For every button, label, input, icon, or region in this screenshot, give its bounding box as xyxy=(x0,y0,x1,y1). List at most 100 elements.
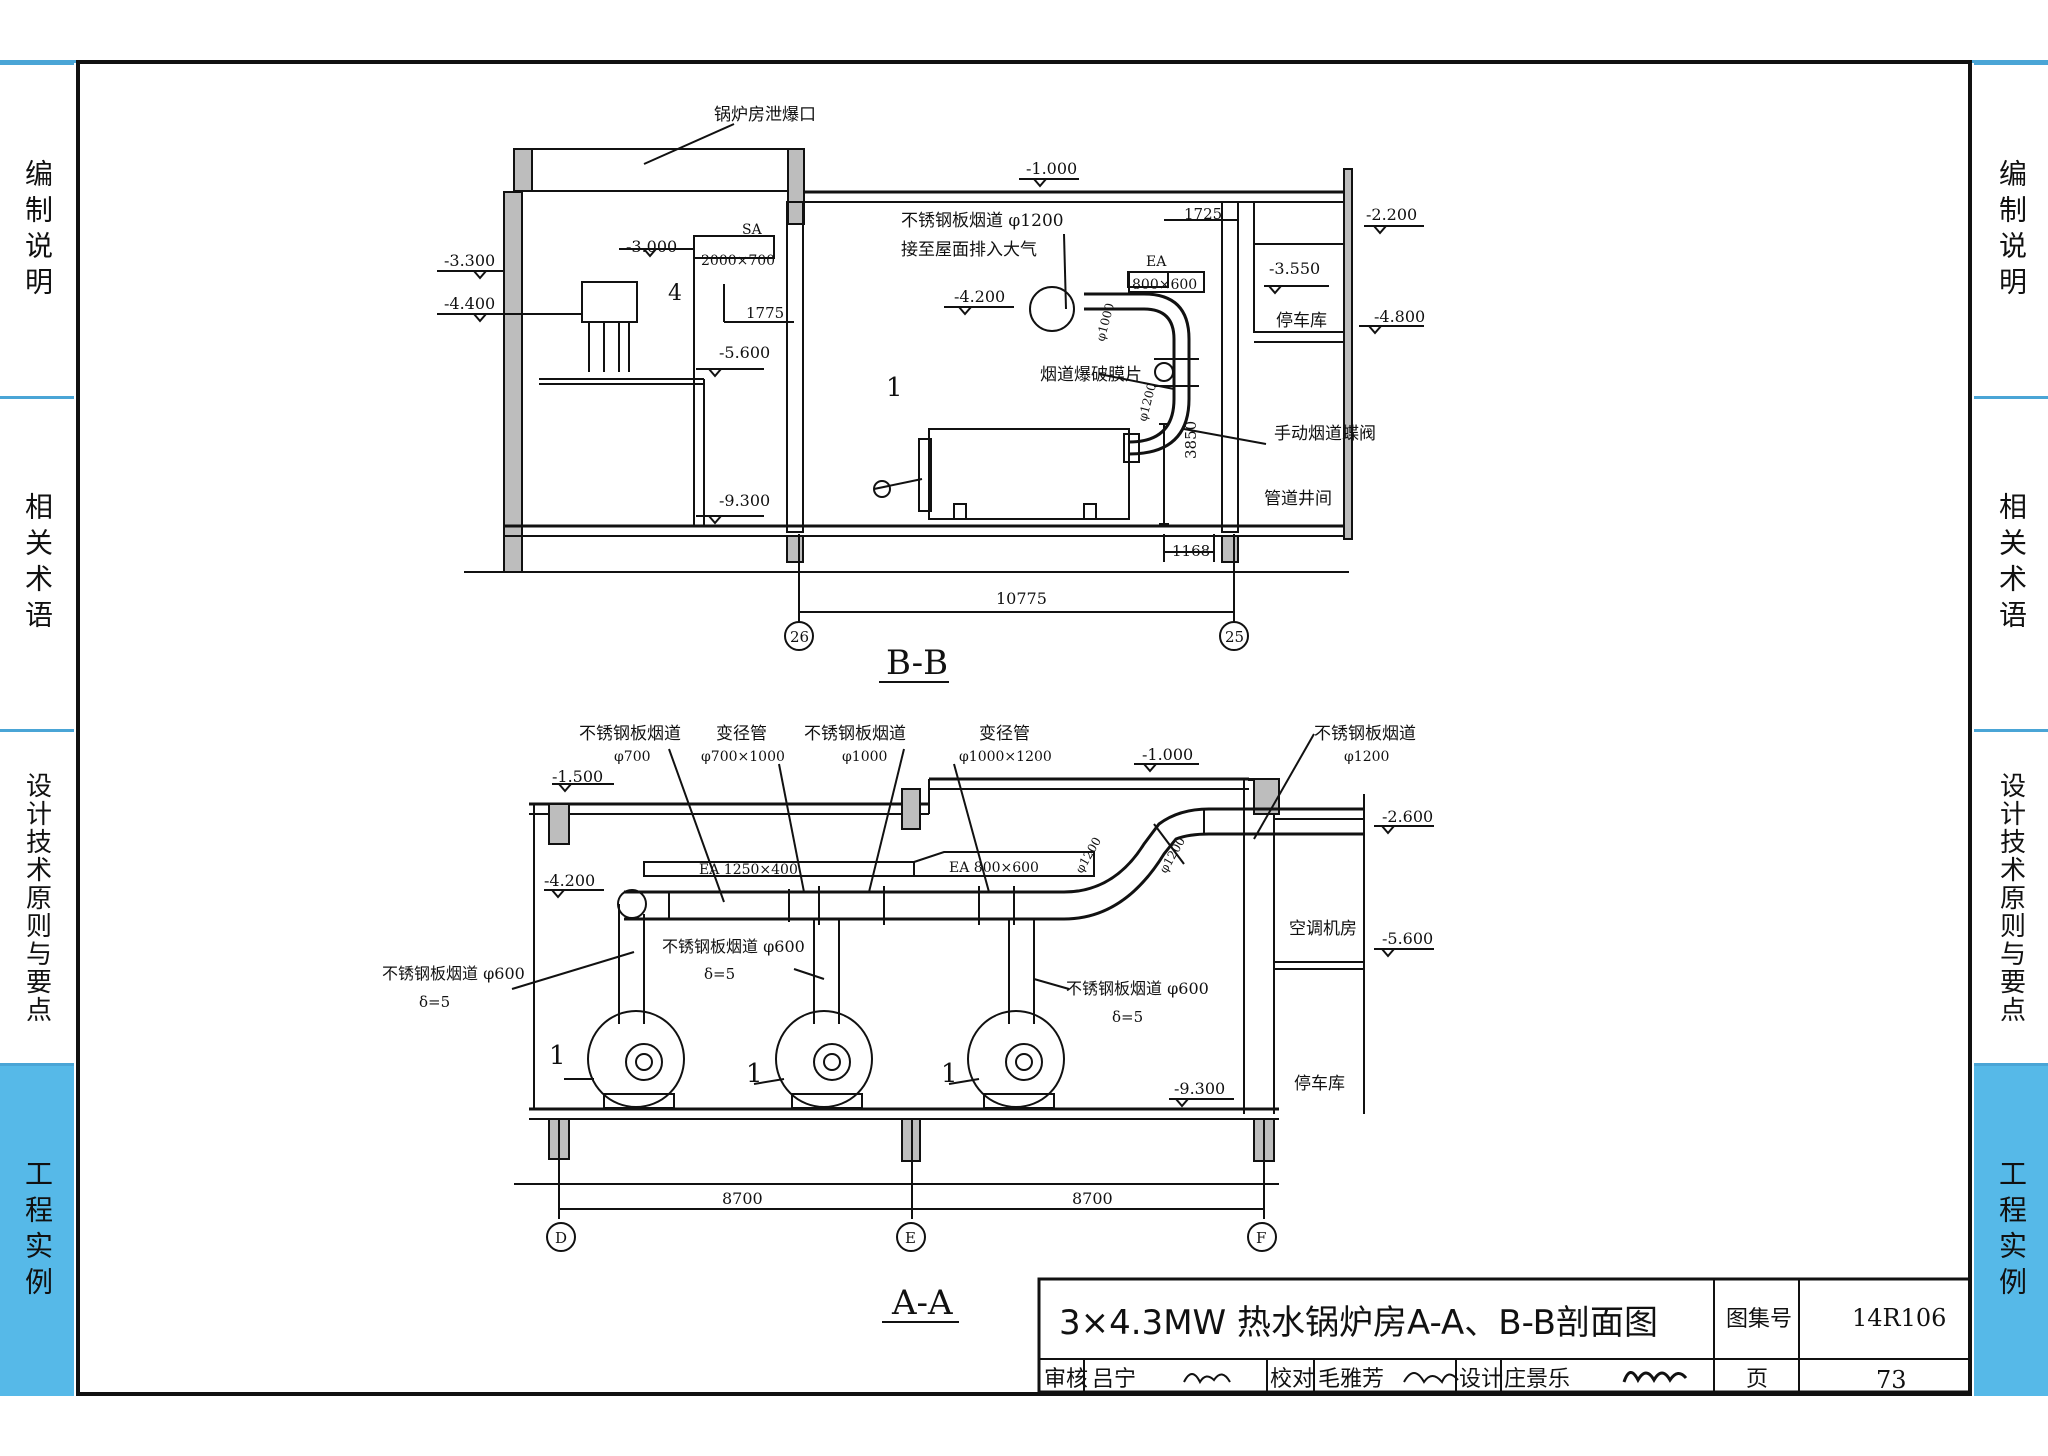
elev-label: -9.300 xyxy=(719,491,770,510)
check-label: 校对 xyxy=(1270,1367,1314,1392)
drawing-canvas: 锅炉房泄爆口 -1.000 -2.200 -3.300 -3.000 -4.40… xyxy=(382,105,1976,1394)
reviewer-name: 吕宁 xyxy=(1092,1367,1136,1392)
elev-label: -4.200 xyxy=(954,287,1005,306)
aa-duct-1200-label: 不锈钢板烟道 xyxy=(1314,724,1416,744)
bb-roof-exhaust-label: 接至屋面排入大气 xyxy=(901,240,1037,260)
axis-label: D xyxy=(555,1229,567,1247)
aa-duct-1000-size: φ1000 xyxy=(842,749,887,765)
elev-label: -4.800 xyxy=(1374,307,1425,326)
axis-bubble-25 xyxy=(1219,621,1249,651)
review-label: 审核 xyxy=(1044,1367,1088,1392)
elev-label: -3.550 xyxy=(1269,259,1320,278)
aa-ea-2-label: EA 800×600 xyxy=(949,860,1039,876)
bb-equipment-1-tag: 1 xyxy=(886,373,903,403)
aa-main-flue-bottom xyxy=(624,832,1364,921)
elev-label: -2.200 xyxy=(1366,205,1417,224)
tab-related-terms[interactable]: 相关术语 xyxy=(1974,396,2048,729)
section-bb-title: B-B xyxy=(886,643,948,683)
aa-duct-1000-label: 不锈钢板烟道 xyxy=(804,724,906,744)
bb-sa-tag: SA xyxy=(742,222,763,238)
bb-sa-duct xyxy=(693,235,775,259)
aa-branch-left-thickness: δ=5 xyxy=(419,993,450,1011)
bb-boiler xyxy=(928,428,1130,520)
aa-parking-label: 停车库 xyxy=(1294,1074,1345,1094)
designer-name: 庄景乐 xyxy=(1504,1367,1570,1392)
left-top-rule xyxy=(0,60,76,63)
elev-label: -4.400 xyxy=(444,294,495,313)
bb-pipe-shaft-label: 管道井间 xyxy=(1264,489,1332,509)
axis-label: F xyxy=(1256,1229,1266,1247)
aa-branch-mid-thickness: δ=5 xyxy=(704,965,735,983)
page-number: 73 xyxy=(1876,1366,1907,1392)
elev-label: -9.300 xyxy=(1174,1079,1225,1098)
aa-reducer-2-size: φ1000×1200 xyxy=(959,749,1052,765)
aa-equipment-1-tag: 1 xyxy=(941,1059,958,1089)
tab-compile-notes[interactable]: 编制说明 xyxy=(0,62,74,396)
elev-label: -5.600 xyxy=(719,343,770,362)
axis-bubble-d xyxy=(546,1222,576,1252)
section-bb xyxy=(437,123,1424,683)
checker-signature xyxy=(1403,1372,1459,1384)
bb-equipment-4-tag: 4 xyxy=(668,281,682,306)
aa-reducer-1-size: φ700×1000 xyxy=(701,749,785,765)
aa-branch-mid-label: 不锈钢板烟道 φ600 xyxy=(662,937,805,956)
bb-ea-size: 800×600 xyxy=(1132,277,1197,293)
aa-reducer-1-label: 变径管 xyxy=(716,724,767,744)
tab-design-principles[interactable]: 设计技术原则与要点 xyxy=(0,729,74,1063)
aa-ea-1-label: EA 1250×400 xyxy=(699,862,798,878)
aa-fan-1 xyxy=(587,1010,685,1109)
aa-ea-duct-1 xyxy=(643,861,915,877)
drawing-title: 3×4.3MW 热水锅炉房A-A、B-B剖面图 xyxy=(1059,1303,1658,1343)
axis-bubble-f xyxy=(1247,1222,1277,1252)
dim-label: 3850 xyxy=(1182,421,1200,459)
section-aa-title: A-A xyxy=(891,1283,953,1323)
right-side-tabs: 编制说明 相关术语 设计技术原则与要点 工程实例 xyxy=(1974,62,2048,1396)
aa-branch-left-label: 不锈钢板烟道 φ600 xyxy=(382,964,525,983)
dim-label: 1775 xyxy=(746,304,784,322)
atlas-number: 14R106 xyxy=(1852,1304,1946,1332)
tab-label: 工程实例 xyxy=(1995,1159,2028,1303)
dim-label: 10775 xyxy=(996,589,1047,608)
tab-label: 设计技术原则与要点 xyxy=(1995,771,2026,1024)
page-label: 页 xyxy=(1746,1367,1768,1392)
reviewer-signature xyxy=(1183,1373,1231,1385)
bb-manual-damper-label: 手动烟道蝶阀 xyxy=(1274,424,1376,444)
tab-compile-notes[interactable]: 编制说明 xyxy=(1974,62,2048,396)
elev-label: -1.000 xyxy=(1026,159,1077,178)
tab-project-examples[interactable]: 工程实例 xyxy=(1974,1063,2048,1396)
aa-branch-right-thickness: δ=5 xyxy=(1112,1008,1143,1026)
elev-label: -5.600 xyxy=(1382,929,1433,948)
aa-duct-1200-size: φ1200 xyxy=(1344,749,1389,765)
tab-label: 相关术语 xyxy=(21,492,54,636)
bb-stainless-duct-label: 不锈钢板烟道 φ1200 xyxy=(901,211,1064,231)
tab-related-terms[interactable]: 相关术语 xyxy=(0,396,74,729)
tab-label: 设计技术原则与要点 xyxy=(21,771,52,1024)
checker-name: 毛雅芳 xyxy=(1318,1367,1384,1392)
axis-label: E xyxy=(905,1229,916,1247)
dim-label: 1725 xyxy=(1184,205,1222,223)
tab-design-principles[interactable]: 设计技术原则与要点 xyxy=(1974,729,2048,1063)
bb-explosion-vent-label: 锅炉房泄爆口 xyxy=(714,105,816,125)
designer-signature xyxy=(1622,1371,1688,1384)
aa-reducer-2-label: 变径管 xyxy=(979,724,1030,744)
aa-fan-2 xyxy=(775,1010,873,1109)
dim-label: 8700 xyxy=(1072,1189,1113,1208)
bb-unit-4 xyxy=(581,281,638,323)
axis-bubble-26 xyxy=(784,621,814,651)
bb-flue-circle xyxy=(1029,286,1075,332)
dim-label: φ1200 xyxy=(1072,835,1104,876)
bb-sa-size: 2000×700 xyxy=(701,253,775,269)
axis-label: 26 xyxy=(790,628,809,646)
bb-burst-disk-label: 烟道爆破膜片 xyxy=(1040,365,1142,385)
aa-fan-3 xyxy=(967,1010,1065,1109)
aa-equipment-1-tag: 1 xyxy=(549,1041,566,1071)
tab-project-examples[interactable]: 工程实例 xyxy=(0,1063,74,1396)
tab-label: 编制说明 xyxy=(1995,158,2028,303)
dim-label: 1168 xyxy=(1172,542,1210,560)
elev-label: -4.200 xyxy=(544,871,595,890)
aa-equipment-1-tag: 1 xyxy=(746,1059,763,1089)
bb-ea-duct xyxy=(1128,271,1205,293)
aa-main-flue-top xyxy=(624,807,1364,894)
bb-ea-tag: EA xyxy=(1146,254,1167,270)
elev-label: -1.500 xyxy=(552,767,603,786)
